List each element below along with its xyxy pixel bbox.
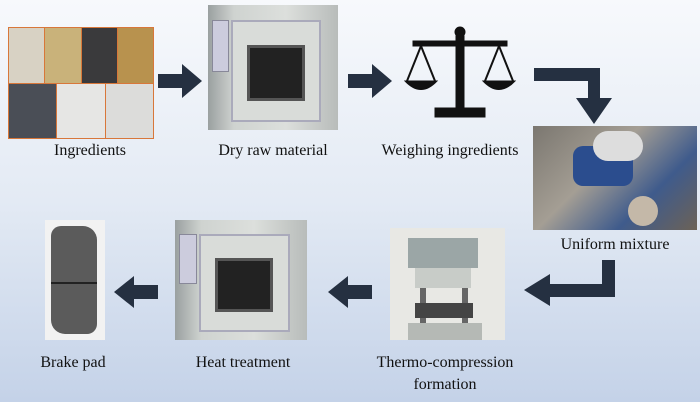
label-thermo-compression: Thermo-compression <box>376 354 514 371</box>
label-heat-treatment: Heat treatment <box>195 354 291 371</box>
hot-press-image <box>390 228 505 340</box>
mixer-image <box>533 126 697 230</box>
arrow-left-icon <box>328 276 372 308</box>
label-ingredients: Ingredients <box>54 142 126 159</box>
bent-arrow-icon <box>524 260 615 306</box>
label-uniform-mixture: Uniform mixture <box>560 236 670 253</box>
label-brake-pad: Brake pad <box>40 354 106 371</box>
label-weighing-ingredients: Weighing ingredients <box>381 142 519 159</box>
ingredients-image <box>8 27 154 139</box>
arrow-left-icon <box>114 276 158 308</box>
arrow-right-icon <box>348 64 392 98</box>
drying-oven-image <box>208 5 338 130</box>
label-formation: formation <box>413 376 477 393</box>
arrow-right-icon <box>158 64 202 98</box>
brake-pad-image <box>45 220 105 340</box>
bent-arrow-icon <box>534 68 612 124</box>
balance-scale-icon <box>403 26 517 118</box>
label-dry-raw-material: Dry raw material <box>218 142 328 159</box>
heat-treatment-oven-image <box>175 220 307 340</box>
